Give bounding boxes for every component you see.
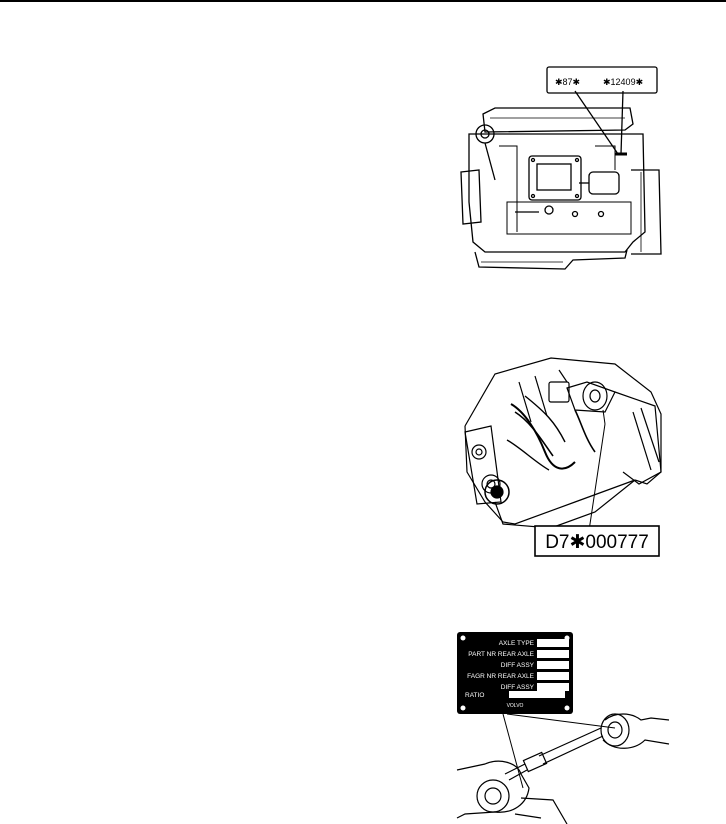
axle-drawing: AXLE TYPE PART NR REAR AXLE DIFF ASSY FA…: [456, 632, 670, 824]
axle-row-1: AXLE TYPE: [499, 640, 535, 647]
engine-id-plate: [546, 66, 658, 94]
engine-side-figure: ✱87✱ ✱12409✱: [455, 62, 675, 282]
header-rule: [0, 0, 726, 2]
engine-serial-box: [534, 525, 660, 557]
engine-serial-text: D7✱000777: [545, 532, 649, 553]
engine-side-drawing: ✱87✱ ✱12409✱: [460, 66, 662, 270]
axle-ratio-label: RATIO: [465, 692, 484, 699]
axle-brand-text: VOLVO: [507, 703, 524, 709]
engine-plate-right-text: ✱12409✱: [603, 77, 643, 87]
axle-row-5: DIFF ASSY: [501, 684, 535, 691]
engine-iso-drawing: D7✱000777: [464, 357, 662, 557]
axle-row-4: FAGR NR REAR AXLE: [467, 673, 534, 680]
axle-figure: AXLE TYPE PART NR REAR AXLE DIFF ASSY FA…: [455, 628, 670, 824]
engine-plate-left-text: ✱87✱: [555, 77, 580, 87]
axle-row-3: DIFF ASSY: [501, 662, 535, 669]
axle-row-2: PART NR REAR AXLE: [468, 651, 534, 658]
engine-iso-figure: D7✱000777: [455, 352, 665, 562]
